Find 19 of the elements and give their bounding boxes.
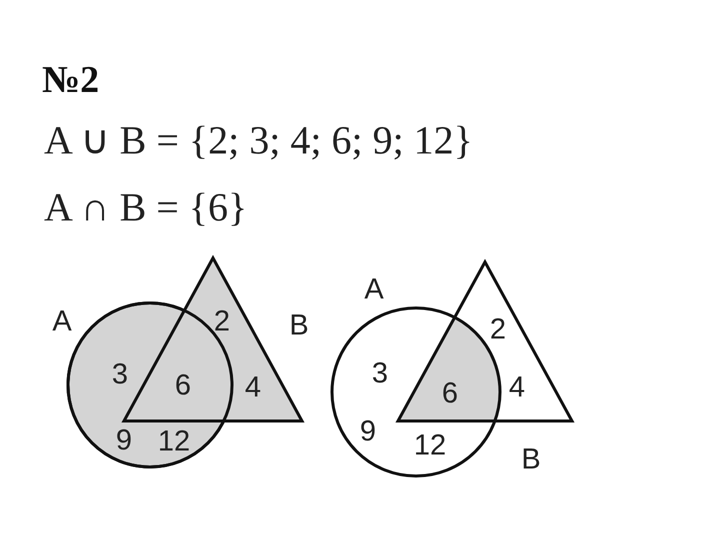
venn-region-label: 9 [116,424,132,458]
venn-region-label: 4 [508,372,526,404]
venn-region-label: A [52,306,72,338]
venn-region-label: B [521,444,541,476]
venn-region-label: A [364,274,384,306]
venn-region-label: 3 [372,358,388,390]
venn-region-label: B [289,310,309,342]
venn-region-label: 6 [174,370,192,402]
task-number: №2 [42,58,100,102]
venn-region-label: 2 [214,306,230,338]
venn-region-label: 12 [158,426,190,458]
venn-region-label: 4 [244,372,262,404]
set-equation: A ∪ B = {2; 3; 4; 6; 9; 12} [44,116,473,164]
venn-region-label: 2 [490,314,506,346]
venn-region-label: 3 [112,358,128,392]
venn-region-label: 6 [442,378,458,410]
venn-region-label: 12 [414,430,446,462]
venn-region-label: 9 [360,416,376,448]
set-equation: A ∩ B = {6} [44,184,248,230]
